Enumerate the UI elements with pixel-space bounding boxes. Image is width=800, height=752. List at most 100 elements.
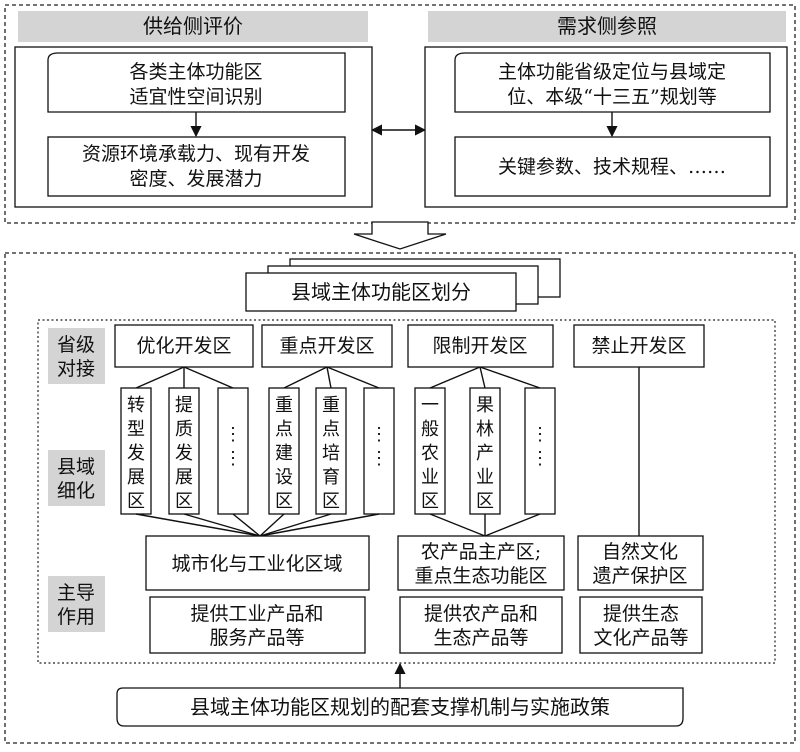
subzone-quality-c5: 区 — [175, 491, 193, 512]
subzone-quality-c1: 提 — [175, 395, 193, 416]
supply-box-2-line-2: 密度、发展潜力 — [129, 168, 262, 190]
subzone-fruit-forest-c1: 果 — [476, 395, 494, 416]
role-eco — [579, 596, 703, 654]
subzone-key-construction-c5: 区 — [275, 491, 293, 512]
subzone-more-2-dots-2: ⋮ — [370, 448, 388, 469]
division-title: 县域主体功能区划分 — [291, 280, 471, 304]
role-industrial — [149, 596, 366, 654]
region-heritage — [577, 535, 704, 591]
label-county-2: 细化 — [57, 480, 95, 502]
region-agri-line-1: 农产品主产区; — [421, 541, 541, 563]
zone-restricted-label: 限制开发区 — [432, 335, 527, 357]
subzone-key-construction-c4: 设 — [275, 467, 293, 488]
supply-box-1-line-1: 各类主体功能区 — [129, 61, 262, 83]
region-connectors — [135, 513, 541, 537]
label-leading-2: 作用 — [57, 606, 95, 628]
supply-box-2 — [47, 136, 346, 197]
subzone-transform-c1: 转 — [127, 395, 145, 416]
zone-key-label: 重点开发区 — [279, 335, 374, 357]
subzone-key-cultivation-c3: 培 — [322, 443, 340, 464]
demand-box-1-line-2: 位、本级“十三五”规划等 — [507, 86, 716, 108]
bottom-banner-text: 县域主体功能区规划的配套支撑机制与实施政策 — [190, 695, 610, 719]
division-title-stack: 县域主体功能区划分 — [245, 258, 561, 312]
region-agri — [397, 535, 565, 591]
zone-prohibited — [573, 324, 705, 368]
subzone-more-1 — [217, 387, 249, 515]
subzone-general-agri-c5: 区 — [421, 491, 439, 512]
bottom-banner — [116, 687, 684, 727]
subzone-transform-c2: 型 — [127, 419, 145, 440]
region-urban-label: 城市化与工业化区域 — [171, 553, 342, 575]
demand-panel: 需求侧参照 主体功能省级定位与县域定 位、本级“十三五”规划等 关键参数、技术规… — [424, 11, 788, 208]
label-provincial-1: 省级 — [57, 334, 95, 356]
demand-box-2 — [454, 136, 771, 197]
subzone-key-construction-c1: 重 — [275, 395, 293, 416]
role-industrial-line-1: 提供工业产品和 — [190, 603, 323, 625]
side-labels: 省级 对接 县域 细化 主导 作用 — [48, 328, 105, 632]
label-provincial-2: 对接 — [57, 358, 95, 380]
role-agri-line-2: 生态产品等 — [433, 627, 528, 649]
role-eco-line-2: 文化产品等 — [593, 627, 688, 649]
role-agri-line-1: 提供农产品和 — [424, 603, 538, 625]
subzones: 转 型 发 展 区 提 质 发 展 区 ⋮ ⋮ 重 点 建 设 区 重 点 培 … — [120, 387, 556, 515]
bottom-frame — [4, 252, 796, 744]
stack-layer-1 — [245, 272, 517, 312]
subzone-general-agri-c3: 农 — [421, 443, 439, 464]
zones: 优化开发区 重点开发区 限制开发区 禁止开发区 — [114, 324, 705, 368]
subzone-more-1-dots-2: ⋮ — [224, 448, 242, 469]
subzone-fruit-forest-c2: 林 — [476, 419, 494, 440]
zone-restricted — [407, 324, 554, 368]
region-heritage-line-1: 自然文化 — [602, 541, 678, 563]
subzone-quality — [168, 387, 200, 515]
subzone-fruit-forest — [469, 387, 501, 515]
subzone-more-3-dots-2: ⋮ — [531, 448, 549, 469]
role-eco-line-1: 提供生态 — [603, 603, 679, 625]
subzone-key-construction-c3: 建 — [275, 443, 293, 464]
demand-box-1-line-1: 主体功能省级定位与县域定 — [498, 61, 726, 83]
subzone-key-construction — [268, 387, 300, 515]
zone-optimized-label: 优化开发区 — [136, 335, 231, 357]
demand-header-bg — [428, 11, 786, 42]
subzone-key-cultivation-c1: 重 — [322, 395, 340, 416]
demand-box-1 — [454, 52, 771, 113]
subzone-general-agri-c1: 一 — [421, 395, 439, 416]
subzone-transform-c5: 区 — [127, 491, 145, 512]
subzone-quality-c2: 质 — [175, 419, 193, 440]
supply-header: 供给侧评价 — [143, 14, 243, 38]
region-urban — [145, 535, 370, 591]
subzone-key-construction-c2: 点 — [275, 419, 293, 440]
subzone-transform — [120, 387, 152, 515]
subzone-more-3-dots-1: ⋮ — [531, 424, 549, 445]
subzone-more-3 — [524, 387, 556, 515]
subzone-general-agri-c2: 般 — [421, 419, 439, 440]
roles: 提供工业产品和 服务产品等 提供农产品和 生态产品等 提供生态 文化产品等 — [149, 596, 703, 654]
subzone-general-agri — [414, 387, 446, 515]
supply-box-1 — [47, 52, 346, 113]
role-industrial-line-2: 服务产品等 — [209, 627, 304, 649]
subzone-quality-c3: 发 — [175, 443, 193, 464]
demand-header: 需求侧参照 — [557, 14, 657, 38]
subzone-key-cultivation-c4: 育 — [322, 467, 340, 488]
label-county-1: 县域 — [57, 456, 95, 478]
label-leading-bg — [48, 576, 105, 632]
subzone-transform-c3: 发 — [127, 443, 145, 464]
regions: 城市化与工业化区域 农产品主产区; 重点生态功能区 自然文化 遗产保护区 — [145, 535, 704, 591]
label-provincial-bg — [48, 328, 105, 384]
subzone-more-2-dots-1: ⋮ — [370, 424, 388, 445]
region-heritage-line-2: 遗产保护区 — [592, 565, 687, 587]
subzone-key-cultivation-c5: 区 — [322, 491, 340, 512]
supply-panel: 供给侧评价 各类主体功能区 适宜性空间识别 资源环境承载力、现有开发 密度、发展… — [14, 11, 373, 208]
supply-header-bg — [18, 11, 368, 42]
subzone-fruit-forest-c4: 业 — [476, 467, 494, 488]
label-county-bg — [48, 450, 105, 506]
region-agri-line-2: 重点生态功能区 — [414, 565, 547, 587]
supply-box-2-line-1: 资源环境承载力、现有开发 — [82, 143, 310, 165]
label-leading-1: 主导 — [57, 582, 95, 604]
subzone-fruit-forest-c3: 产 — [476, 443, 494, 464]
demand-box-2-text: 关键参数、技术规程、…… — [498, 156, 726, 178]
down-block-arrow — [353, 221, 447, 250]
subzone-transform-c4: 展 — [127, 467, 145, 488]
subzone-fruit-forest-c5: 区 — [476, 491, 494, 512]
subzone-general-agri-c4: 业 — [421, 467, 439, 488]
